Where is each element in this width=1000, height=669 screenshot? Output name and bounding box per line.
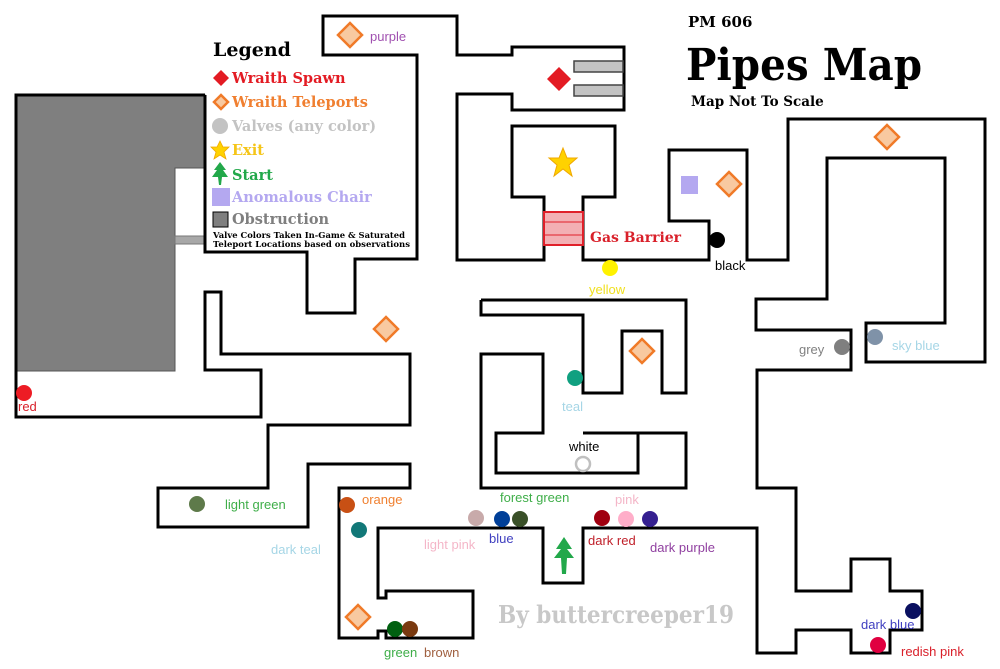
start-icon xyxy=(554,537,574,574)
obstruction-strip xyxy=(174,235,206,245)
valve-label: purple xyxy=(370,29,406,44)
valve-label: light green xyxy=(225,497,286,512)
valve-pink[interactable] xyxy=(618,511,634,527)
valve-label: redish pink xyxy=(901,644,964,659)
legend-item-label: Exit xyxy=(232,142,264,159)
legend-item-label: Obstruction xyxy=(232,211,330,228)
star-icon xyxy=(210,140,230,160)
valve-label: teal xyxy=(562,399,583,414)
valve-dark-blue[interactable] xyxy=(905,603,921,619)
green-tree-icon xyxy=(212,162,228,185)
lavender-square-icon xyxy=(212,188,230,206)
valve-yellow[interactable] xyxy=(602,260,618,276)
legend-item-label: Valves (any color) xyxy=(231,118,376,135)
valve-label: pink xyxy=(615,492,639,507)
spawn-pipe xyxy=(573,84,624,97)
valve-dark-teal[interactable] xyxy=(351,522,367,538)
valve-redish-pink[interactable] xyxy=(870,637,886,653)
valve-label: blue xyxy=(489,531,514,546)
valve-label: sky blue xyxy=(892,338,940,353)
page-title: Pipes Map xyxy=(686,40,922,91)
valve-green[interactable] xyxy=(387,621,403,637)
legend-item-label: Wraith Teleports xyxy=(231,94,368,111)
credit-watermark: By buttercreeper19 xyxy=(498,600,734,629)
legend-title: Legend xyxy=(213,39,291,61)
valve-red[interactable] xyxy=(16,385,32,401)
map-code: PM 606 xyxy=(688,13,752,31)
valve-black[interactable] xyxy=(709,232,725,248)
anomalous-chair-icon xyxy=(681,176,698,194)
valve-label: dark teal xyxy=(271,542,321,557)
valve-dark-red[interactable] xyxy=(594,510,610,526)
orange-diamond-icon xyxy=(212,93,230,111)
valve-label: black xyxy=(715,258,746,273)
map-wall-outer xyxy=(14,14,987,655)
wraith-teleport-icon xyxy=(336,21,364,49)
grey-square-icon xyxy=(212,211,229,228)
valve-label: yellow xyxy=(589,282,626,297)
legend-item-label: Anomalous Chair xyxy=(231,189,372,206)
valve-sky-blue[interactable] xyxy=(867,329,883,345)
valve-label: green xyxy=(384,645,417,660)
wraith-teleport-icon xyxy=(628,337,656,365)
gas-barrier-label: Gas Barrier xyxy=(590,230,682,246)
valve-dark-purple[interactable] xyxy=(642,511,658,527)
legend: Legend Wraith Spawn Wraith Teleports Val… xyxy=(210,39,410,250)
valve-orange[interactable] xyxy=(339,497,355,513)
valve-light-pink[interactable] xyxy=(468,510,484,526)
valve-teal[interactable] xyxy=(567,370,583,386)
valve-forest-green[interactable] xyxy=(512,511,528,527)
page-subtitle: Map Not To Scale xyxy=(691,94,824,110)
valve-label: dark purple xyxy=(650,540,715,555)
valve-label: orange xyxy=(362,492,402,507)
grey-circle-icon xyxy=(212,118,228,134)
valve-label: dark blue xyxy=(861,617,914,632)
wraith-spawn-icon xyxy=(547,67,571,91)
valve-brown[interactable] xyxy=(402,621,418,637)
valve-grey[interactable] xyxy=(834,339,850,355)
valve-label: brown xyxy=(424,645,459,660)
valve-label: forest green xyxy=(500,490,569,505)
valve-label: grey xyxy=(799,342,825,357)
valve-white[interactable] xyxy=(574,455,592,473)
map-wall-middle-upper xyxy=(479,298,688,395)
red-diamond-icon xyxy=(213,70,229,86)
valve-light-green[interactable] xyxy=(189,496,205,512)
valve-blue[interactable] xyxy=(494,511,510,527)
legend-item-label: Wraith Spawn xyxy=(231,70,346,87)
wraith-teleport-icon xyxy=(715,170,743,198)
map-wall-middle-lower xyxy=(479,352,688,490)
legend-item-label: Start xyxy=(232,167,273,184)
wraith-teleport-icon xyxy=(873,123,901,151)
legend-note: Valve Colors Taken In-Game & Saturated xyxy=(212,231,405,241)
valve-label: white xyxy=(568,439,599,454)
valve-label: light pink xyxy=(424,537,476,552)
wraith-teleport-icon xyxy=(344,603,372,631)
gas-barrier xyxy=(543,211,584,246)
obstruction xyxy=(15,94,206,372)
legend-note: Teleport Locations based on observations xyxy=(213,240,410,250)
valve-label: dark red xyxy=(588,533,636,548)
spawn-pipe xyxy=(573,60,624,73)
wraith-teleport-icon xyxy=(372,315,400,343)
exit-star-icon xyxy=(547,146,579,178)
valve-label: red xyxy=(18,399,37,414)
